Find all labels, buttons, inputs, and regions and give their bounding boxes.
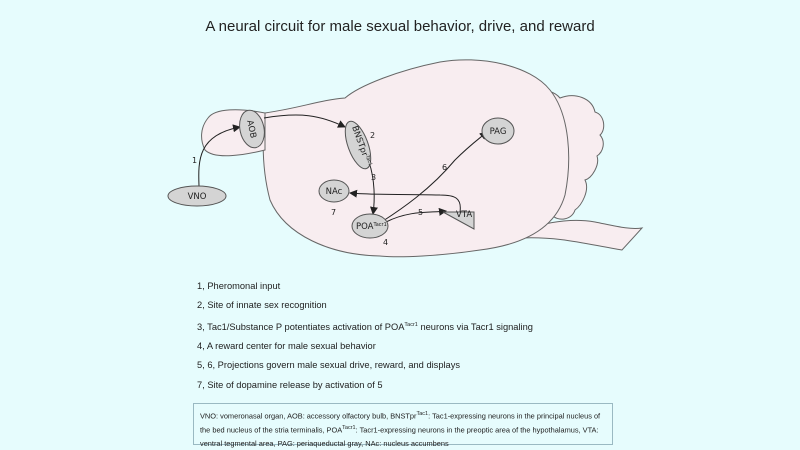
- list-item: 1, Pheromonal input: [197, 281, 281, 291]
- label-2: 2: [370, 131, 375, 140]
- nac-node: [318, 179, 350, 203]
- nac-label: NAc: [326, 187, 343, 197]
- pag-label: PAG: [490, 127, 507, 137]
- label-6: 6: [442, 163, 447, 172]
- figure-title: A neural circuit for male sexual behavio…: [205, 18, 595, 35]
- label-4: 4: [383, 238, 388, 247]
- list-item: 2, Site of innate sex recognition: [197, 300, 327, 311]
- label-7: 7: [331, 208, 336, 217]
- label-1: 1: [192, 156, 197, 165]
- brain-diagram: VNO AOB BNSTprTac1 NAc POATacr1 VTA PAG …: [167, 59, 644, 258]
- pag-node: [481, 117, 515, 145]
- poa-label: POATacr1: [356, 222, 387, 232]
- list-item: 5, 6, Projections govern male sexual dri…: [197, 360, 461, 371]
- label-5: 5: [418, 208, 423, 217]
- vno-label: VNO: [188, 192, 207, 202]
- list-item: 4, A reward center for male sexual behav…: [197, 340, 376, 351]
- bnst-node: [344, 120, 372, 170]
- abbreviation-legend: VNO: vomeronasal organ, AOB: accessory o…: [193, 403, 613, 448]
- numbered-list: 1, Pheromonal input 2, Site of innate se…: [197, 277, 533, 395]
- cerebrum: [262, 59, 570, 258]
- aob-node: [239, 109, 265, 149]
- aob-label: AOB: [244, 119, 258, 139]
- label-3: 3: [371, 173, 376, 182]
- list-item: 7, Site of dopamine release by activatio…: [197, 379, 383, 390]
- vno-node: [167, 185, 227, 207]
- vta-node: [442, 211, 475, 230]
- list-item: 3, Tac1/Substance P potentiates activati…: [197, 321, 533, 332]
- vta-label: VTA: [456, 210, 472, 220]
- poa-node: [351, 213, 389, 239]
